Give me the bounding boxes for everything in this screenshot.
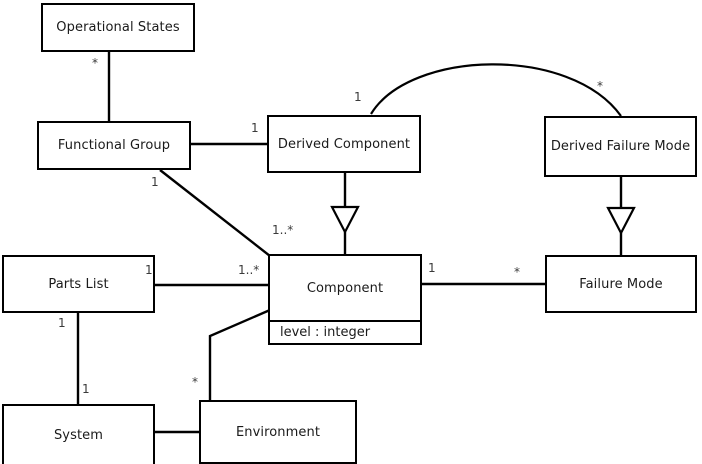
class-box-component[interactable]: Component level : integer <box>268 254 422 345</box>
class-name-operational-states: Operational States <box>56 20 180 35</box>
connector-environment-component <box>208 308 271 400</box>
multiplicity-derived-failure-mode-arc: * <box>597 79 603 93</box>
class-name-failure-mode: Failure Mode <box>579 276 663 292</box>
class-box-system[interactable]: System <box>2 404 155 464</box>
multiplicity-operational-states-functional-group: * <box>92 56 98 70</box>
multiplicity-component-failure-mode-target: * <box>514 265 520 279</box>
multiplicity-functional-group-derived-component: 1 <box>251 121 259 135</box>
class-box-operational-states[interactable]: Operational States <box>41 3 195 52</box>
connector-functional-group-component <box>159 169 271 257</box>
class-name-environment: Environment <box>235 424 321 440</box>
class-name-derived-failure-mode: Derived Failure Mode <box>550 139 691 154</box>
multiplicity-parts-list-system-source: 1 <box>58 316 66 330</box>
class-box-derived-component[interactable]: Derived Component <box>267 115 421 173</box>
class-attribute-component-level: level : integer <box>270 320 420 343</box>
connector-derived-component-derived-failure-mode-arc <box>370 63 622 117</box>
class-box-parts-list[interactable]: Parts List <box>2 255 155 313</box>
multiplicity-parts-list-component-target: 1..* <box>238 263 260 277</box>
multiplicity-parts-list-component-source: 1 <box>145 263 153 277</box>
multiplicity-component-failure-mode-source: 1 <box>428 261 436 275</box>
generalization-triangle-failure-mode <box>606 206 636 236</box>
class-name-parts-list: Parts List <box>48 276 109 292</box>
multiplicity-parts-list-system-target: 1 <box>82 382 90 396</box>
class-name-system: System <box>53 427 104 443</box>
generalization-triangle-component <box>330 205 360 235</box>
class-box-failure-mode[interactable]: Failure Mode <box>545 255 697 313</box>
class-box-functional-group[interactable]: Functional Group <box>37 121 191 170</box>
class-box-environment[interactable]: Environment <box>199 400 357 464</box>
class-box-derived-failure-mode[interactable]: Derived Failure Mode <box>544 116 697 177</box>
class-name-functional-group: Functional Group <box>57 138 171 153</box>
multiplicity-derived-component-arc: 1 <box>354 90 362 104</box>
class-name-component: Component <box>306 280 384 296</box>
multiplicity-functional-group-component-target: 1..* <box>272 223 294 237</box>
class-name-derived-component: Derived Component <box>277 136 411 152</box>
multiplicity-functional-group-component-source: 1 <box>151 175 159 189</box>
multiplicity-environment-component: * <box>192 375 198 389</box>
